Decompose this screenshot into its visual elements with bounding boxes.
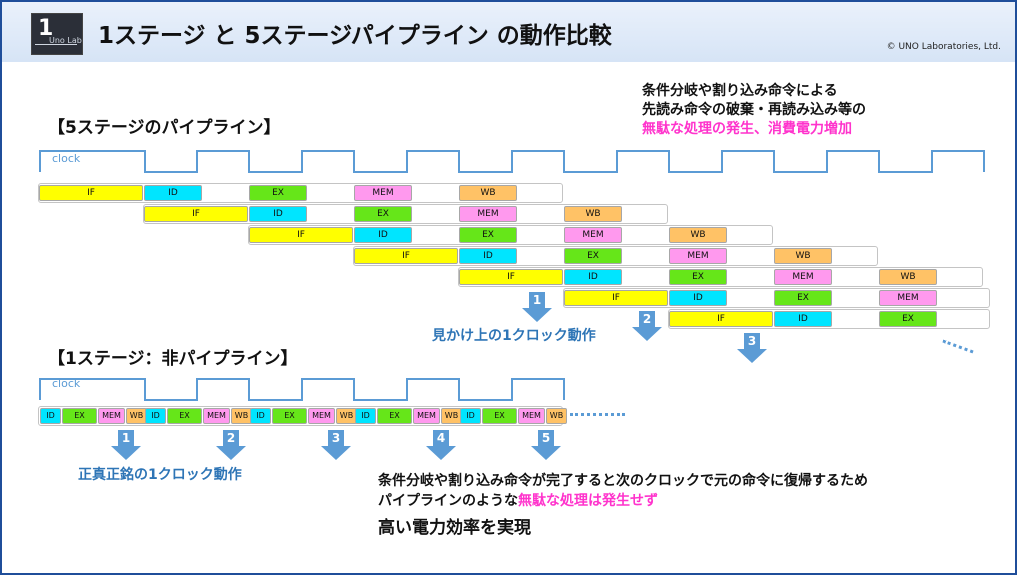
note-bottom-line3: 高い電力効率を実現	[378, 518, 531, 538]
clock-arrow-3: 3	[737, 333, 767, 363]
stage-if: IF	[459, 269, 563, 285]
note-top-line3: 無駄な処理の発生、消費電力増加	[642, 121, 852, 137]
note-top-line1: 条件分岐や割り込み命令による	[642, 83, 838, 99]
stage-wb: WB	[459, 185, 517, 201]
note-top-line2: 先読み命令の破棄・再読み込み等の	[642, 102, 866, 118]
stage-wb: WB	[336, 408, 357, 424]
stage-ex: EX	[249, 185, 307, 201]
stage-if: IF	[39, 185, 143, 201]
note-bottom-line2: パイプラインのような無駄な処理は発生せず	[378, 493, 658, 509]
stage-ex: EX	[669, 269, 727, 285]
stage-if: IF	[144, 206, 248, 222]
stage-id: ID	[40, 408, 61, 424]
stage-mem: MEM	[203, 408, 230, 424]
stage-mem: MEM	[518, 408, 545, 424]
stage-wb: WB	[669, 227, 727, 243]
one-stage-clock-label: clock	[52, 377, 81, 390]
one-stage-continuation-dots	[570, 413, 625, 416]
stage-mem: MEM	[879, 290, 937, 306]
clock-arrow-2: 2	[632, 311, 662, 341]
stage-id: ID	[144, 185, 202, 201]
stage-mem: MEM	[669, 248, 727, 264]
one-stage-caption: 正真正銘の1クロック動作	[78, 467, 242, 483]
logo: 1 Uno Lab	[31, 13, 83, 55]
clock-arrow-3: 3	[321, 430, 351, 460]
stage-id: ID	[460, 408, 481, 424]
stage-id: ID	[250, 408, 271, 424]
stage-id: ID	[564, 269, 622, 285]
stage-ex: EX	[879, 311, 937, 327]
stage-id: ID	[355, 408, 376, 424]
stage-ex: EX	[482, 408, 517, 424]
stage-wb: WB	[774, 248, 832, 264]
five-stage-caption: 見かけ上の1クロック動作	[432, 328, 596, 344]
stage-mem: MEM	[564, 227, 622, 243]
five-stage-clock-label: clock	[52, 152, 81, 165]
stage-mem: MEM	[774, 269, 832, 285]
stage-if: IF	[564, 290, 668, 306]
stage-id: ID	[249, 206, 307, 222]
stage-ex: EX	[272, 408, 307, 424]
five-stage-clock-waveform	[39, 150, 985, 173]
clock-arrow-1: 1	[111, 430, 141, 460]
stage-mem: MEM	[459, 206, 517, 222]
copyright: © UNO Laboratories, Ltd.	[886, 42, 1001, 52]
stage-wb: WB	[564, 206, 622, 222]
one-stage-clock-waveform	[39, 378, 565, 401]
stage-wb: WB	[441, 408, 462, 424]
stage-ex: EX	[459, 227, 517, 243]
stage-wb: WB	[546, 408, 567, 424]
stage-mem: MEM	[308, 408, 335, 424]
clock-arrow-1: 1	[522, 292, 552, 322]
continuation-dots	[942, 339, 974, 354]
clock-arrow-2: 2	[216, 430, 246, 460]
stage-wb: WB	[231, 408, 252, 424]
stage-ex: EX	[354, 206, 412, 222]
stage-mem: MEM	[413, 408, 440, 424]
note-bottom-line1: 条件分岐や割り込み命令が完了すると次のクロックで元の命令に復帰するため	[378, 473, 868, 489]
stage-if: IF	[669, 311, 773, 327]
stage-if: IF	[354, 248, 458, 264]
five-stage-heading: 【5ステージのパイプライン】	[48, 118, 281, 138]
stage-ex: EX	[564, 248, 622, 264]
stage-mem: MEM	[354, 185, 412, 201]
one-stage-heading: 【1ステージ：非パイプライン】	[48, 349, 298, 369]
stage-id: ID	[354, 227, 412, 243]
stage-wb: WB	[126, 408, 147, 424]
stage-ex: EX	[774, 290, 832, 306]
stage-id: ID	[459, 248, 517, 264]
clock-arrow-5: 5	[531, 430, 561, 460]
stage-wb: WB	[879, 269, 937, 285]
stage-id: ID	[774, 311, 832, 327]
page-title: 1ステージ と 5ステージパイプライン の動作比較	[98, 23, 612, 49]
header-bar: 1 Uno Lab 1ステージ と 5ステージパイプライン の動作比較 © UN…	[2, 2, 1015, 62]
stage-ex: EX	[167, 408, 202, 424]
stage-id: ID	[145, 408, 166, 424]
stage-mem: MEM	[98, 408, 125, 424]
clock-arrow-4: 4	[426, 430, 456, 460]
stage-ex: EX	[62, 408, 97, 424]
stage-id: ID	[669, 290, 727, 306]
stage-if: IF	[249, 227, 353, 243]
stage-ex: EX	[377, 408, 412, 424]
